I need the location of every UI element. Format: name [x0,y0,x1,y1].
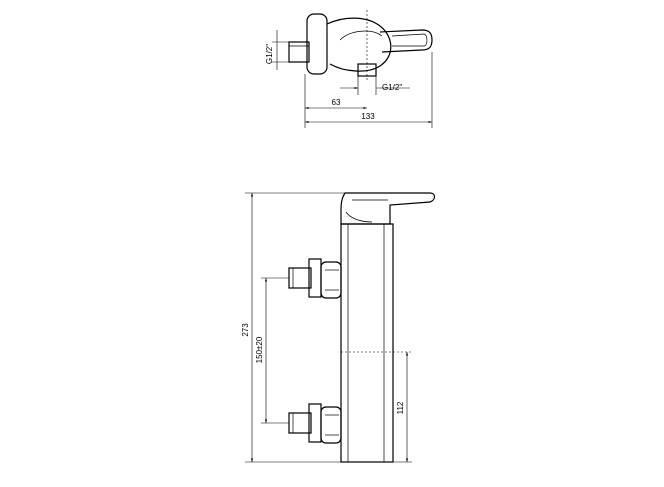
top-thread-left-label: G1/2" [265,44,274,64]
dim-133-label: 133 [361,112,375,121]
top-flange [306,13,328,75]
dim-112-label: 112 [396,401,405,414]
top-inlet-pipe [288,41,310,63]
top-view: G1/2" G1/2" 63 133 [265,10,433,128]
dim-63-label: 63 [332,98,341,107]
front-view: 273 150±20 112 [241,192,436,463]
top-thread-right-label: G1/2" [382,83,402,92]
lower-inlet-pipe [288,412,312,434]
lower-inlet-flange [320,406,342,444]
top-lever [379,29,433,53]
upper-inlet-pipe [288,267,312,289]
dim-150-label: 150±20 [255,336,264,363]
upper-inlet-flange [320,261,342,299]
front-head [340,192,436,225]
front-body [340,223,394,463]
top-body [326,17,392,72]
dim-273-label: 273 [241,323,250,337]
